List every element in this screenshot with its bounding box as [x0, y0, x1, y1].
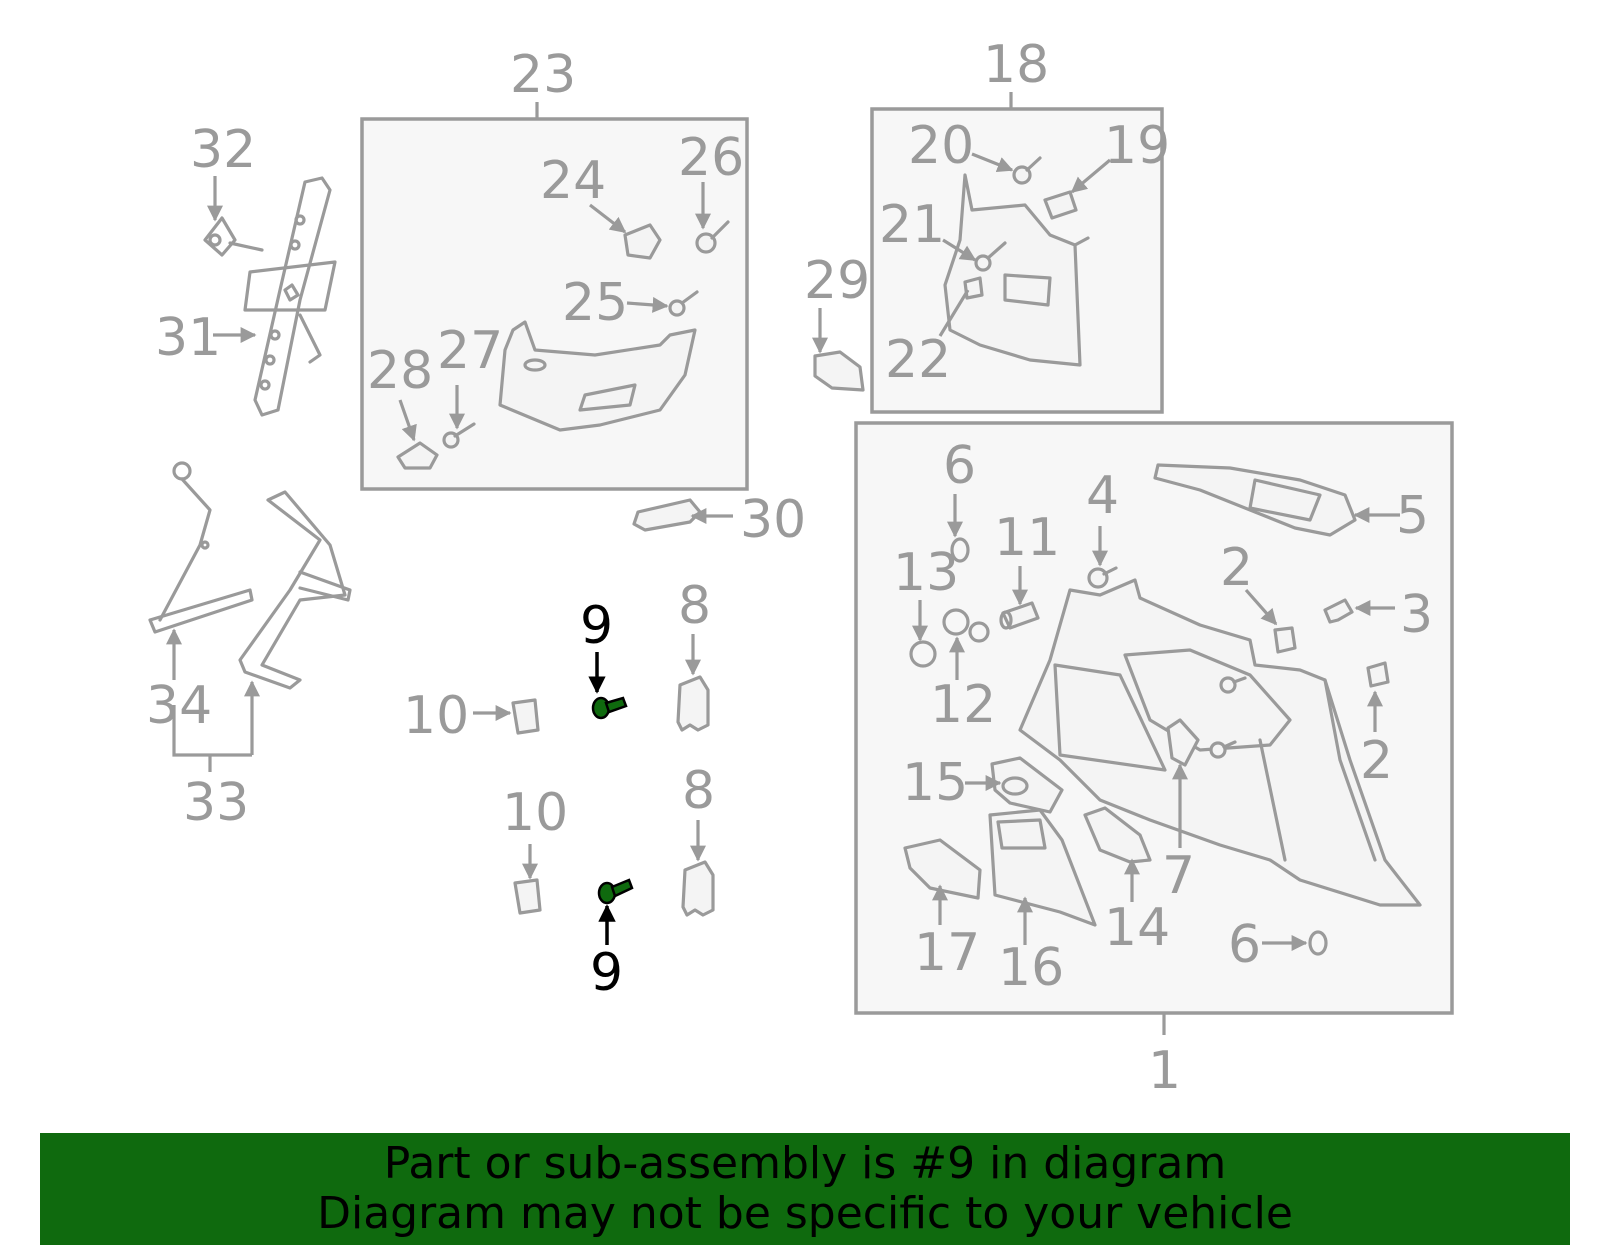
- bracket-part-29: [812, 308, 865, 392]
- screw-part-21: [942, 238, 1007, 272]
- info-banner: Part or sub-assembly is #9 in diagram Di…: [40, 1133, 1570, 1245]
- callout-12: 12: [930, 675, 996, 735]
- panel-part-16: [988, 808, 1097, 945]
- bracket-part-33: [172, 490, 352, 772]
- handle-part-30: [632, 498, 733, 532]
- callout-6-upper: 6: [943, 436, 976, 496]
- callout-15: 15: [902, 753, 968, 813]
- pin-part-27: [442, 385, 476, 449]
- callout-30: 30: [740, 490, 806, 550]
- callout-8-lower: 8: [682, 761, 715, 821]
- callout-25: 25: [562, 273, 628, 333]
- cover-part-28: [396, 399, 439, 470]
- bolt-part-20: [971, 152, 1042, 185]
- callout-labels: 23 18 32 24 26 20 19 21 25 29 31 27 28 2…: [146, 35, 1433, 1101]
- callout-26: 26: [678, 128, 744, 188]
- clip-part-24: [589, 203, 662, 260]
- plug-part-6-upper: [947, 494, 970, 563]
- callout-13: 13: [893, 543, 959, 603]
- jack-part-31: [213, 176, 337, 417]
- callout-8-upper: 8: [678, 576, 711, 636]
- callout-9-lower: 9: [590, 943, 623, 1003]
- bolts-panel: [1209, 676, 1247, 759]
- callout-7: 7: [1162, 846, 1195, 906]
- callout-10-upper: 10: [403, 686, 469, 746]
- upper-quarter-trim: [943, 173, 1090, 367]
- callout-32: 32: [190, 120, 256, 180]
- bolt-part-9-lower[interactable]: [597, 878, 634, 945]
- callout-4: 4: [1086, 466, 1119, 526]
- clip-part-2-lower: [1366, 661, 1390, 732]
- banner-line-1: Part or sub-assembly is #9 in diagram: [383, 1138, 1227, 1189]
- callout-6-lower: 6: [1228, 915, 1261, 975]
- clip-part-22: [938, 276, 984, 337]
- cap-part-11: [999, 566, 1040, 630]
- trim-part-17: [903, 838, 982, 925]
- rear-trim-panel: [498, 320, 697, 432]
- jack-handle-part-32: [203, 176, 264, 257]
- callout-10-lower: 10: [502, 783, 568, 843]
- callout-23: 23: [510, 45, 576, 105]
- callout-31: 31: [155, 308, 221, 368]
- wrench-part-34: [148, 461, 254, 680]
- callout-19: 19: [1104, 116, 1170, 176]
- handle-part-7: [1166, 718, 1200, 848]
- cap-part-8-upper: [676, 634, 710, 732]
- callout-28: 28: [367, 341, 433, 401]
- grommet-part-12: [942, 608, 990, 680]
- callout-1: 1: [1148, 1041, 1181, 1101]
- parts-diagram: 23 18 32 24 26 20 19 21 25 29 31 27 28 2…: [146, 35, 1454, 1101]
- banner-line-2: Diagram may not be specific to your vehi…: [317, 1188, 1293, 1239]
- callout-9-upper: 9: [580, 596, 613, 656]
- callout-14: 14: [1104, 898, 1170, 958]
- clip-part-4: [1087, 526, 1118, 589]
- plug-part-6-lower: [1262, 930, 1328, 956]
- callout-20: 20: [908, 116, 974, 176]
- clip-part-19: [1043, 158, 1112, 220]
- pad-part-5: [1153, 463, 1400, 537]
- callout-33: 33: [183, 773, 249, 833]
- callout-27: 27: [437, 321, 503, 381]
- screw-part-25: [626, 290, 699, 317]
- bolt-part-9-upper[interactable]: [588, 652, 628, 720]
- callout-5: 5: [1396, 486, 1429, 546]
- callout-21: 21: [879, 195, 945, 255]
- callout-2-lower: 2: [1360, 731, 1393, 791]
- callout-22: 22: [885, 330, 951, 390]
- cover-part-14: [1083, 806, 1152, 902]
- callout-11: 11: [994, 508, 1060, 568]
- callout-18: 18: [983, 35, 1049, 95]
- cover-part-15: [965, 756, 1064, 814]
- callout-24: 24: [540, 151, 606, 211]
- callout-16: 16: [998, 938, 1064, 998]
- cap-part-8-lower: [681, 820, 715, 917]
- nut-part-26: [695, 182, 730, 254]
- callout-34: 34: [146, 676, 212, 736]
- callout-3: 3: [1400, 585, 1433, 645]
- plug-part-13: [909, 600, 937, 668]
- callout-17: 17: [914, 923, 980, 983]
- clip-part-10-lower: [513, 844, 542, 915]
- clip-part-2-upper: [1244, 588, 1297, 654]
- clip-part-10-upper: [473, 698, 540, 735]
- callout-2-upper: 2: [1220, 538, 1253, 598]
- callout-29: 29: [804, 251, 870, 311]
- hook-part-3: [1323, 598, 1395, 624]
